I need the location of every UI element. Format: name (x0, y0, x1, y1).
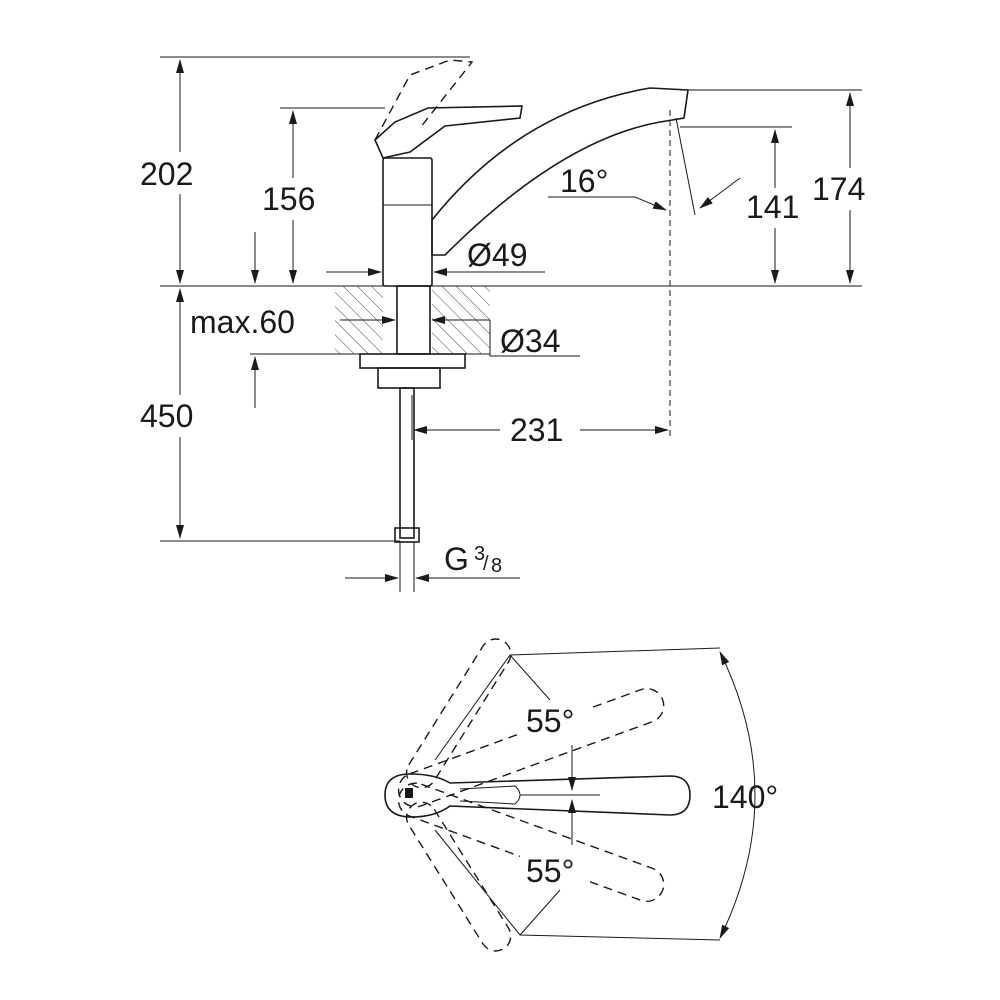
dimension-174: 174 (812, 171, 865, 207)
dimension-231: 231 (510, 412, 563, 448)
max-countertop-60: max.60 (190, 304, 295, 340)
angle-55-lower: 55° (526, 853, 574, 889)
angle-55-upper: 55° (526, 703, 574, 739)
svg-text:G: G (444, 541, 469, 577)
svg-text:3: 3 (474, 543, 485, 565)
angle-16: 16° (560, 163, 608, 199)
dimension-202: 202 (140, 156, 193, 192)
dimension-450: 450 (140, 398, 193, 434)
diameter-34: Ø34 (500, 323, 560, 359)
top-view (384, 638, 756, 952)
faucet-body (359, 59, 689, 543)
dimension-141: 141 (746, 189, 799, 225)
svg-text:/: / (483, 553, 489, 575)
svg-text:8: 8 (491, 555, 502, 577)
thread-g-3-8: G 3 / 8 (444, 541, 502, 577)
dimension-156: 156 (262, 181, 315, 217)
diameter-49: Ø49 (467, 237, 527, 273)
angle-140: 140° (712, 779, 778, 815)
